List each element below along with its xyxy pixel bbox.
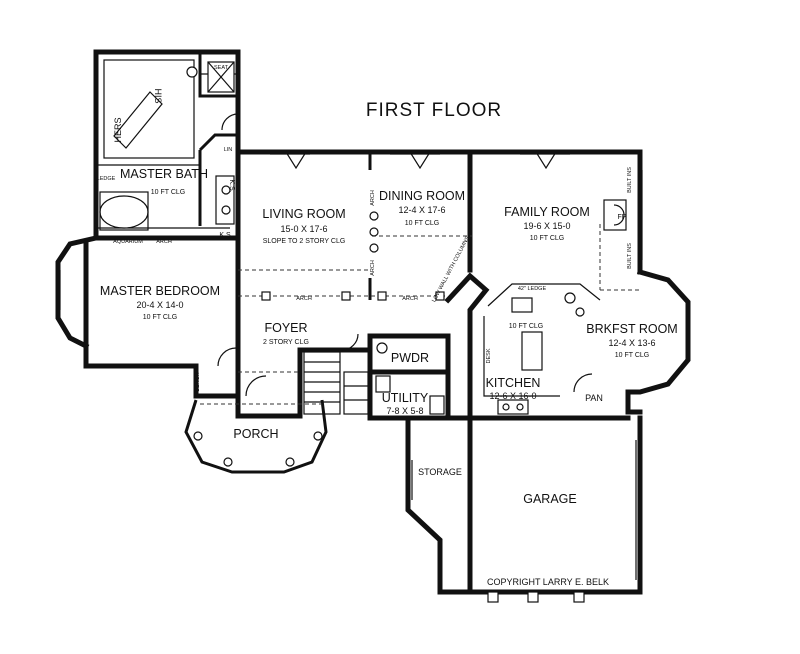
master-bath-fixtures [99, 59, 235, 231]
his-label: HIS [153, 88, 163, 103]
family-room-dims: 19-6 X 15-0 [523, 221, 570, 231]
hers-label: HERS [113, 117, 123, 142]
built-ins-label-top: BUILT INS [627, 167, 633, 193]
lin-label: LIN [224, 147, 233, 153]
fp-label: FP [618, 214, 627, 221]
living-room-name: LIVING ROOM [262, 207, 345, 221]
porch-name: PORCH [233, 427, 278, 441]
door-swings [217, 113, 593, 397]
brkfst-room-dims: 12-4 X 13-6 [608, 338, 655, 348]
brkfst-room-clg: 10 FT CLG [615, 352, 650, 359]
living-room-clg: SLOPE TO 2 STORY CLG [263, 238, 346, 245]
living-room-dims: 15-0 X 17-6 [280, 224, 327, 234]
pwdr-utility-fixtures [375, 342, 445, 415]
room-family: FAMILY ROOM 19-6 X 15-0 10 FT CLG [504, 205, 590, 242]
garage-details [411, 440, 637, 580]
room-kitchen: 10 FT CLG KITCHEN 12-6 X 16-0 [486, 323, 544, 401]
master-bedroom-clg: 10 FT CLG [143, 314, 178, 321]
aquarium-label: AQUARIUM [113, 239, 143, 245]
ks-label-vertical: K.S. [228, 179, 235, 192]
room-foyer: FOYER 2 STORY CLG [263, 321, 309, 346]
pwdr-name: PWDR [391, 351, 429, 365]
bench-label: BENCH [195, 372, 201, 391]
arch-label-bath: ARCH [156, 239, 172, 245]
kitchen-fixtures [483, 199, 627, 415]
utility-name: UTILITY [382, 391, 429, 405]
foyer-clg: 2 STORY CLG [263, 339, 309, 346]
room-master-bath: MASTER BATH 10 FT CLG [120, 167, 208, 196]
master-bath-name: MASTER BATH [120, 167, 208, 181]
room-dining: DINING ROOM 12-4 X 17-6 10 FT CLG [379, 189, 465, 227]
seat-label: SEAT [214, 65, 229, 71]
arch-label-vertical-top: ARCH [370, 190, 376, 206]
kitchen-clg: 10 FT CLG [509, 323, 544, 330]
ks-label-horizontal: K.S. [219, 232, 232, 239]
arch-label-vertical-bottom: ARCH [370, 260, 376, 276]
master-bath-clg: 10 FT CLG [151, 189, 186, 196]
columns [193, 211, 585, 603]
family-room-clg: 10 FT CLG [530, 235, 565, 242]
room-master-bedroom: MASTER BEDROOM 20-4 X 14-0 10 FT CLG [100, 284, 220, 321]
dining-room-name: DINING ROOM [379, 189, 465, 203]
room-utility: UTILITY 7-8 X 5-8 [382, 391, 429, 416]
arch-label-dining: ARCH [402, 296, 418, 302]
ledge-label: LEDGE [97, 176, 116, 182]
windows [59, 153, 643, 310]
kitchen-name: KITCHEN [486, 376, 541, 390]
foyer-name: FOYER [264, 321, 307, 335]
family-room-name: FAMILY ROOM [504, 205, 590, 219]
walls [55, 49, 691, 595]
arch-label-living: ARCH [296, 296, 312, 302]
master-bedroom-dims: 20-4 X 14-0 [136, 300, 183, 310]
room-living: LIVING ROOM 15-0 X 17-6 SLOPE TO 2 STORY… [262, 207, 345, 245]
utility-dims: 7-8 X 5-8 [386, 406, 423, 416]
brkfst-room-name: BRKFST ROOM [586, 322, 677, 336]
copyright-text: COPYRIGHT LARRY E. BELK [487, 577, 609, 587]
stairs [303, 351, 369, 415]
kitchen-dims: 12-6 X 16-0 [489, 391, 536, 401]
arch-lines [200, 224, 640, 405]
dining-room-dims: 12-4 X 17-6 [398, 205, 445, 215]
built-ins-label-bottom: BUILT INS [627, 243, 633, 269]
master-bedroom-name: MASTER BEDROOM [100, 284, 220, 298]
desk-label: DESK [486, 348, 492, 363]
storage-name: STORAGE [418, 467, 462, 477]
pan-name: PAN [585, 393, 603, 403]
ledge-42-label: 42" LEDGE [518, 286, 547, 292]
dining-room-clg: 10 FT CLG [405, 220, 440, 227]
garage-name: GARAGE [523, 492, 577, 506]
room-brkfst: BRKFST ROOM 12-4 X 13-6 10 FT CLG [586, 322, 677, 359]
floor-title: FIRST FLOOR [366, 100, 502, 121]
